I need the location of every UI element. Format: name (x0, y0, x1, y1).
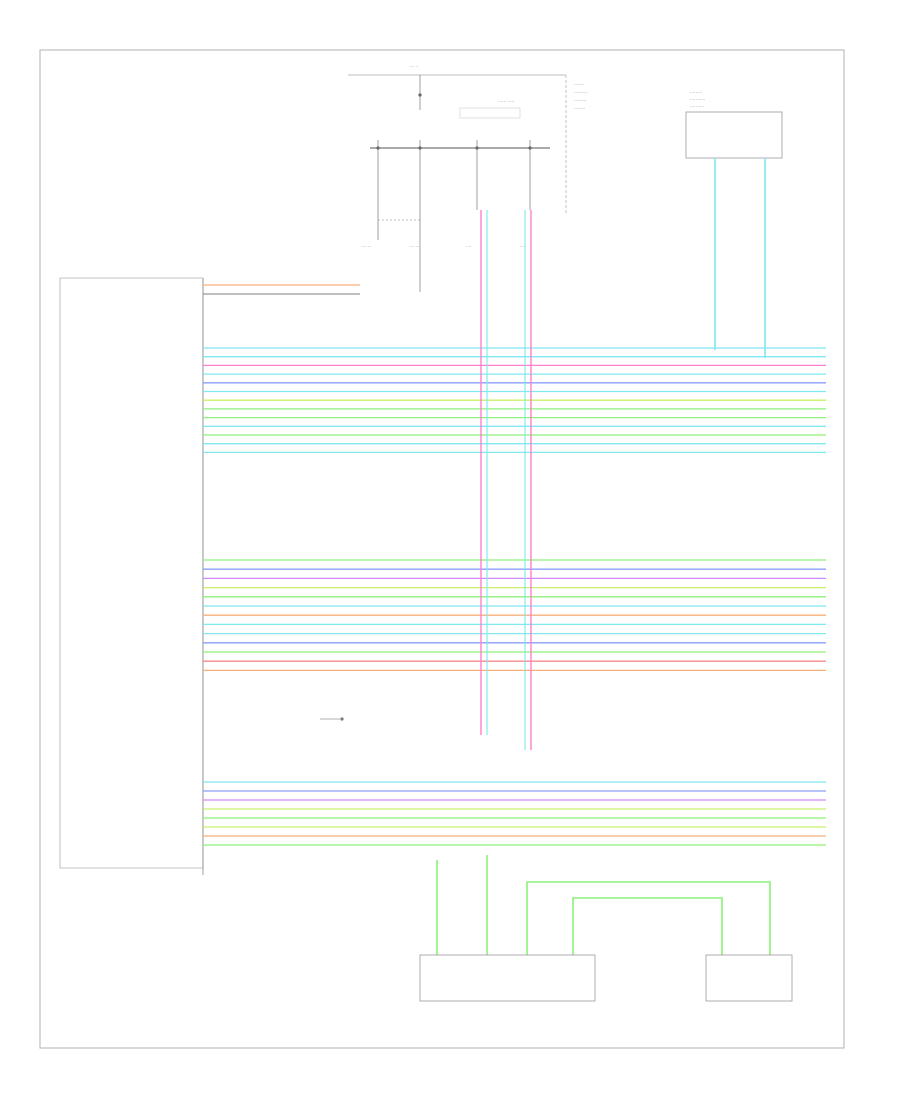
svg-text:··········: ·········· (690, 104, 704, 109)
svg-text:········: ········ (574, 106, 585, 111)
module-bracket (59, 277, 204, 869)
splice-dot (528, 146, 532, 150)
bottom-connectors (419, 855, 793, 1002)
svg-text:····: ···· (520, 244, 526, 249)
bottom-connector-box-left (419, 954, 596, 1002)
splice-dot (376, 146, 380, 150)
fuse-block (459, 107, 521, 119)
wire-harness (203, 284, 826, 846)
sensor-connector-box (685, 111, 783, 159)
svg-text:·······: ······· (574, 82, 584, 87)
splice-dot (475, 146, 479, 150)
svg-text:······ ·····: ······ ····· (498, 99, 515, 104)
bottom-connector-box-right (705, 954, 793, 1002)
svg-text:··· ···: ··· ··· (362, 244, 372, 249)
svg-text:···········: ··········· (690, 97, 705, 102)
vertical-risers (320, 210, 532, 750)
svg-text:··· ···: ··· ··· (410, 244, 420, 249)
sensor-connector-group: ········· ··········· ·········· (685, 90, 783, 358)
svg-text:··· ··: ··· ·· (410, 64, 418, 69)
svg-text:·········: ········· (690, 90, 703, 95)
svg-text:····: ···· (466, 244, 472, 249)
diagram-border (39, 49, 845, 1049)
power-distribution-section: ··· ·· ······ ····· ······· ·········· ·… (348, 64, 588, 292)
splice-dot (418, 146, 422, 150)
svg-text:··········: ·········· (574, 90, 588, 95)
svg-text:·········: ········· (574, 98, 587, 103)
splice-dot (418, 93, 422, 97)
